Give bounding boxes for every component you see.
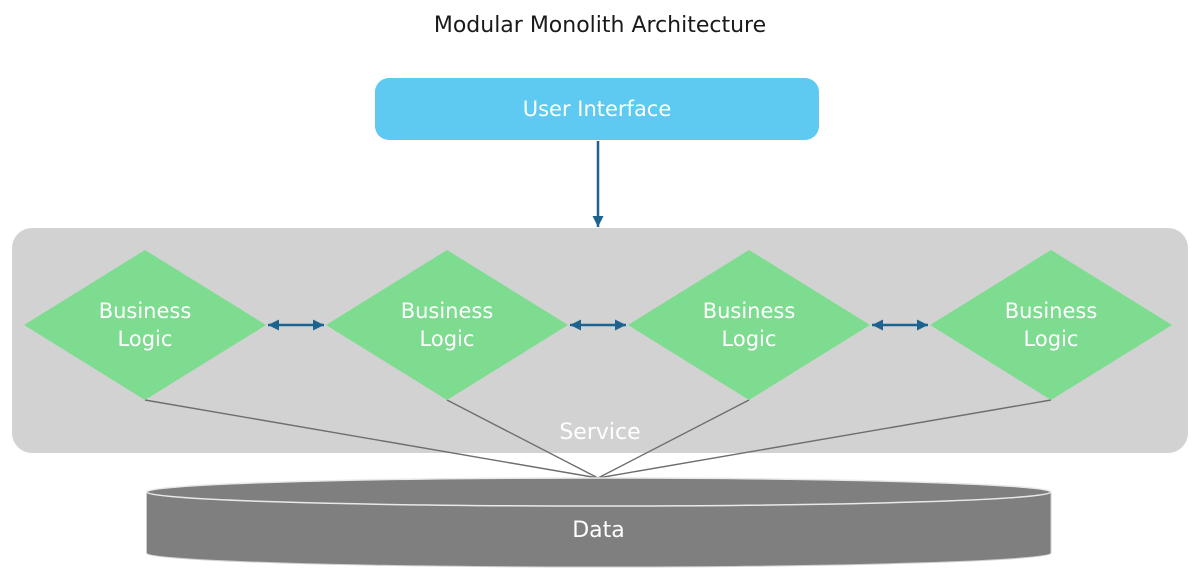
business-logic-diamond bbox=[326, 250, 568, 400]
diagram-title: Modular Monolith Architecture bbox=[433, 13, 767, 38]
service-container bbox=[12, 228, 1188, 453]
user-interface-label: User Interface bbox=[522, 97, 672, 121]
business-logic-label: Business Logic bbox=[98, 298, 192, 351]
service-label: Service bbox=[559, 420, 641, 445]
data-cylinder-top bbox=[145, 477, 1052, 507]
module-to-data-line bbox=[446, 399, 599, 479]
module-to-data-line bbox=[144, 399, 599, 479]
module-to-data-line bbox=[597, 399, 750, 479]
business-logic-diamond bbox=[24, 250, 266, 400]
user-interface-box bbox=[375, 78, 819, 140]
business-logic-label: Business Logic bbox=[702, 298, 796, 351]
business-logic-label: Business Logic bbox=[400, 298, 494, 351]
business-logic-diamond bbox=[628, 250, 870, 400]
business-logic-label: Business Logic bbox=[1004, 298, 1098, 351]
data-label: Data bbox=[572, 518, 625, 543]
module-to-data-line bbox=[597, 399, 1052, 479]
business-logic-diamond bbox=[930, 250, 1172, 400]
